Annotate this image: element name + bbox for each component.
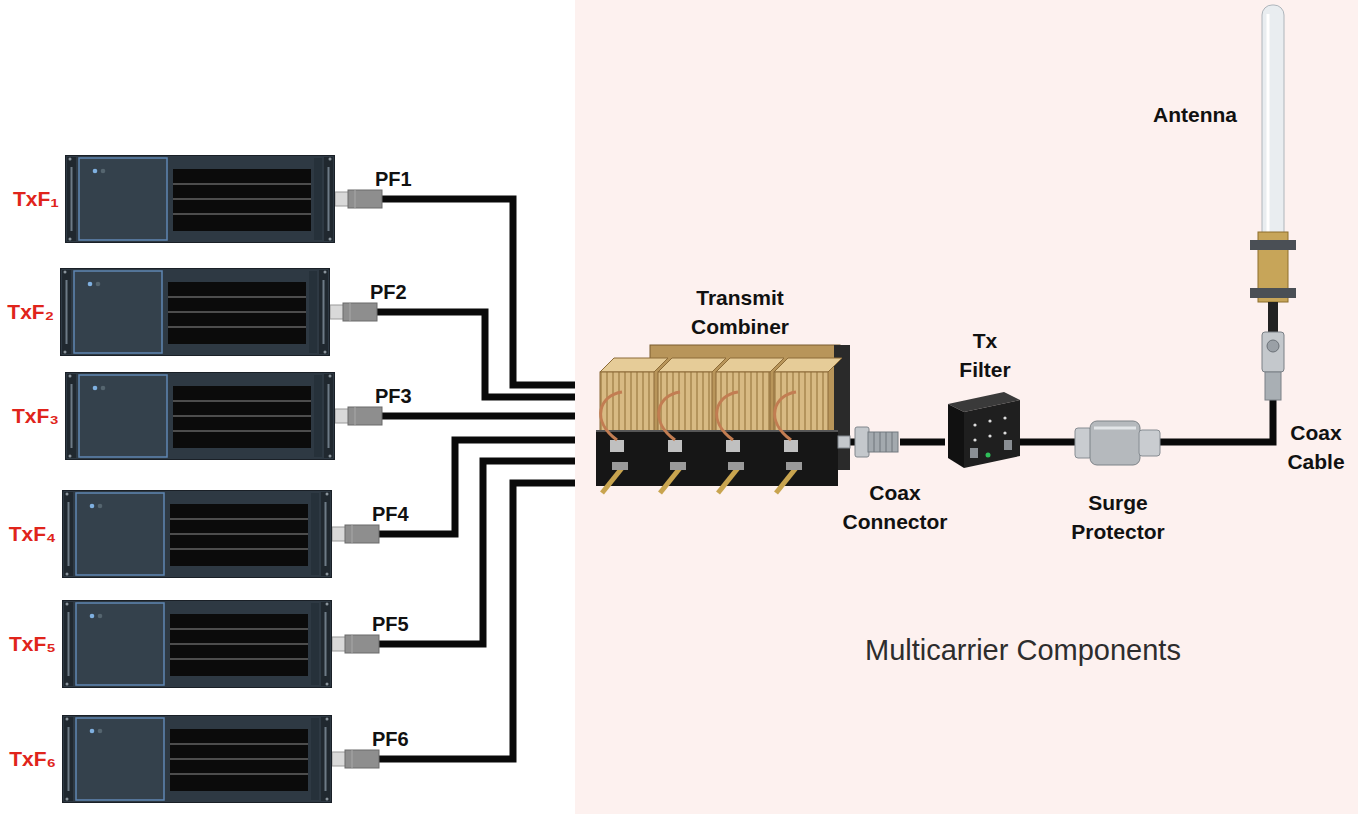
coax-wire <box>332 461 575 644</box>
coax-wire <box>1020 439 1075 446</box>
rack-unit <box>62 600 332 688</box>
node-label: TxF₆ <box>9 744 56 773</box>
coax-wire <box>332 440 575 534</box>
part-label: Coax Cable <box>1283 418 1349 477</box>
transmitter-rack: TxF₄ <box>62 490 332 578</box>
rf-plug <box>332 635 379 653</box>
surge-protector-picture <box>1075 421 1160 465</box>
rack-unit <box>65 155 335 243</box>
antenna: Antenna <box>1250 5 1296 400</box>
coax-wire <box>850 439 855 446</box>
transmitter-racks <box>60 155 335 803</box>
rf-plugs <box>330 190 382 768</box>
node-label: TxF₁ <box>13 184 59 213</box>
coax-wire <box>900 439 945 446</box>
coax-connector: Coax Connector <box>855 426 900 458</box>
power-label: PF5 <box>372 610 409 638</box>
rf-plug <box>335 190 382 208</box>
region-ground <box>575 0 1358 814</box>
node-label: TxF₂ <box>7 297 54 326</box>
node-label: Antenna <box>1153 100 1237 129</box>
node-label: TxF₄ <box>9 519 56 548</box>
coax-connector-picture <box>855 427 898 457</box>
rack-unit <box>65 372 335 460</box>
tx-filter: Tx Filter <box>945 392 1020 470</box>
coax-wire <box>335 199 575 385</box>
node-label: TxF₃ <box>12 401 59 430</box>
power-label: PF6 <box>372 725 409 753</box>
power-label: PF3 <box>375 382 412 410</box>
node-label: Multicarrier Components <box>865 630 1181 671</box>
transmitter-rack: TxF₁ <box>65 155 335 243</box>
surge-protector: Surge Protector <box>1075 420 1160 468</box>
rack-unit <box>62 715 332 803</box>
rf-plug <box>332 750 379 768</box>
combiner-picture <box>596 345 850 493</box>
coax-wire <box>1160 400 1273 442</box>
power-label: PF4 <box>372 500 409 528</box>
transmit-combiner: Transmit Combiner <box>575 345 850 495</box>
rack-unit <box>62 490 332 578</box>
transmitter-rack: TxF₃ <box>65 372 335 460</box>
transmitter-rack: TxF₂ <box>60 268 330 356</box>
rf-plug <box>330 303 377 321</box>
coax-wire <box>332 483 575 759</box>
rf-plug <box>335 407 382 425</box>
coax-wire <box>330 312 575 397</box>
antenna-picture <box>1250 5 1296 400</box>
rf-plug <box>332 525 379 543</box>
power-label: PF2 <box>370 278 407 306</box>
transmitter-rack: TxF₆ <box>62 715 332 803</box>
node-label: TxF₅ <box>9 629 56 658</box>
node-label: Tx Filter <box>949 326 1021 385</box>
rack-unit <box>60 268 330 356</box>
node-label: Coax Connector <box>835 478 955 537</box>
transmitter-rack: TxF₅ <box>62 600 332 688</box>
component-region: Multicarrier Components Transmit Combiner… <box>575 0 1358 814</box>
node-label: Surge Protector <box>1058 488 1178 547</box>
power-label: PF1 <box>375 165 412 193</box>
node-label: Transmit Combiner <box>680 283 800 342</box>
tx-filter-picture <box>948 392 1020 468</box>
